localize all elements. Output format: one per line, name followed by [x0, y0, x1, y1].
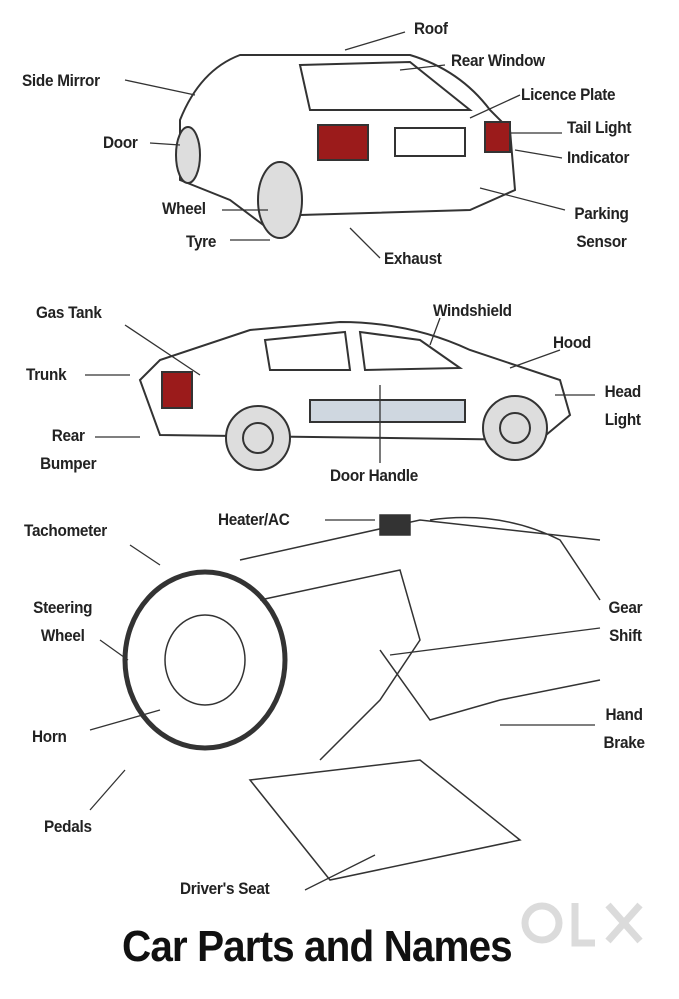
side-view-car-drawing: [138, 320, 572, 471]
rear-view-car-drawing: [175, 54, 517, 239]
label-trunk: Trunk: [26, 365, 67, 384]
label-parking-sensor: Parking Sensor: [574, 204, 629, 251]
label-rear-window: Rear Window: [451, 51, 545, 70]
label-wheel: Wheel: [162, 199, 206, 218]
label-drivers-seat: Driver's Seat: [180, 879, 270, 898]
label-side-mirror: Side Mirror: [22, 71, 100, 90]
label-pedals: Pedals: [44, 817, 92, 836]
leader-lines: [85, 31, 601, 891]
label-tyre: Tyre: [186, 232, 217, 251]
label-door-handle: Door Handle: [330, 466, 418, 485]
label-hood: Hood: [553, 333, 592, 352]
label-heater-ac: Heater/AC: [218, 510, 290, 529]
label-gear-shift: Gear Shift: [608, 598, 643, 645]
label-licence-plate: Licence Plate: [521, 85, 616, 104]
label-tail-light: Tail Light: [567, 118, 632, 137]
label-rear-bumper: Rear Bumper: [40, 426, 97, 473]
olx-watermark-logo: [521, 902, 643, 947]
label-roof: Roof: [414, 19, 448, 38]
label-indicator: Indicator: [567, 148, 630, 167]
label-head-light: Head Light: [604, 382, 642, 429]
diagram-title: Car Parts and Names: [122, 922, 513, 971]
label-tachometer: Tachometer: [24, 521, 107, 540]
label-door: Door: [103, 133, 138, 152]
label-exhaust: Exhaust: [384, 249, 442, 268]
label-steering-wheel: Steering Wheel: [33, 598, 93, 645]
label-hand-brake: Hand Brake: [603, 705, 645, 752]
label-windshield: Windshield: [433, 301, 512, 320]
label-horn: Horn: [32, 727, 67, 746]
interior-drawing: [122, 514, 601, 881]
label-gas-tank: Gas Tank: [36, 303, 102, 322]
